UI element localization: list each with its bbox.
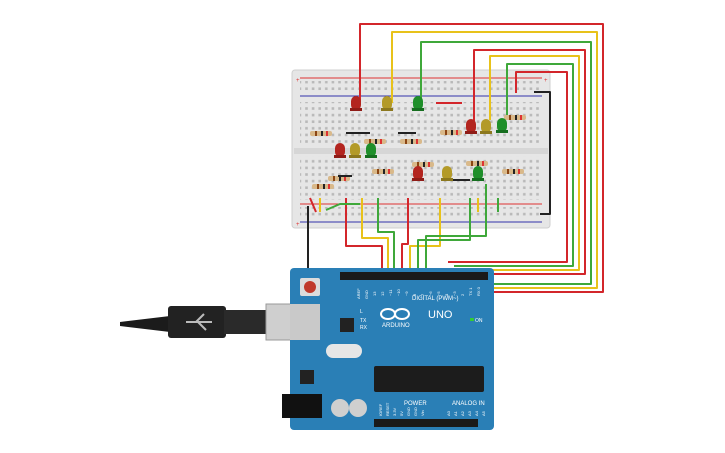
wire-black-right[interactable] [534, 91, 551, 215]
led-yellow[interactable] [349, 143, 361, 158]
led-yellow[interactable] [480, 119, 492, 134]
power-pin-label: IOREF [378, 403, 383, 416]
svg-text:+: + [296, 222, 300, 228]
resistor[interactable] [312, 184, 334, 189]
led-green[interactable] [412, 96, 424, 111]
wire-green-b3[interactable] [425, 184, 487, 276]
wire-red-left[interactable] [309, 197, 317, 213]
atmega-chip [374, 366, 484, 392]
model-text: UNO [428, 309, 453, 321]
resistor[interactable] [412, 162, 434, 167]
led-green[interactable] [496, 118, 508, 133]
digital-pin-label: ~9 [404, 291, 409, 296]
digital-label: DIGITAL (PWM~) [412, 296, 459, 302]
reset-button[interactable] [304, 281, 316, 293]
led-green[interactable] [472, 166, 484, 181]
power-pin-label: Vin [420, 410, 425, 416]
resistor[interactable] [400, 139, 422, 144]
analog-pin-label: A4 [474, 410, 479, 416]
analog-pin-label: A2 [460, 410, 465, 416]
power-pin-label: GND [413, 407, 418, 416]
digital-pin-label: 4 [444, 293, 449, 296]
led-red[interactable] [350, 96, 362, 111]
digital-pin-label: ~10 [396, 288, 401, 296]
power-pin-label: RESET [385, 402, 390, 416]
resistor[interactable] [364, 139, 386, 144]
digital-pin-label: ~6 [428, 291, 433, 296]
resistor[interactable] [372, 169, 394, 174]
arduino-board: ARDUINO UNO DIGITAL (PWM~) AREF GND ON L… [282, 268, 494, 430]
wire-red-b1[interactable] [345, 198, 383, 276]
digital-pin-label: ~3 [452, 291, 457, 296]
on-label: ON [475, 318, 483, 324]
analog-pin-label: A0 [446, 410, 451, 416]
power-pin-label: GND [406, 407, 411, 416]
wire-green-short[interactable] [325, 203, 360, 211]
wire-green-b2[interactable] [417, 198, 471, 276]
brand-text: ARDUINO [382, 323, 410, 329]
power-pin-label: 3.3V [392, 407, 397, 416]
digital-pin-label: 2 [460, 293, 465, 296]
power-label: POWER [404, 401, 427, 407]
analog-pin-label: A1 [453, 410, 458, 416]
wire-red-3[interactable] [448, 71, 568, 263]
wire-red-2[interactable] [466, 49, 586, 275]
tx-label: TX [360, 318, 367, 324]
led-green[interactable] [365, 143, 377, 158]
power-pin-label: 5V [399, 411, 404, 416]
wire-green-b1[interactable] [377, 198, 395, 276]
wire-green-2[interactable] [454, 63, 574, 267]
resistors [310, 115, 526, 189]
wire-yellow-2[interactable] [460, 55, 580, 271]
resistor[interactable] [502, 169, 524, 174]
resistor[interactable] [504, 115, 526, 120]
led-yellow[interactable] [441, 166, 453, 181]
digital-pin-label: ~5 [436, 291, 441, 296]
l-label: L [360, 309, 363, 315]
digital-pin-label: 7 [420, 293, 425, 296]
resistor[interactable] [440, 130, 462, 135]
aref-label: AREF [356, 288, 361, 299]
svg-text:+: + [544, 78, 548, 84]
resistor[interactable] [466, 161, 488, 166]
wires [307, 23, 604, 293]
digital-pin-label: TX 1 [468, 287, 473, 296]
resistor[interactable] [310, 131, 332, 136]
digital-pin-label: RX 0 [476, 286, 481, 296]
arduino-infinity-logo-icon [380, 308, 410, 320]
digital-pin-label: 12 [380, 291, 385, 296]
wire-red-outer[interactable] [359, 23, 604, 293]
usb-cable-icon[interactable] [120, 303, 319, 341]
gnd-label: GND [364, 290, 369, 299]
led-red[interactable] [334, 143, 346, 158]
digital-pin-label: 13 [372, 291, 377, 296]
wire-yellow-b1[interactable] [361, 198, 389, 276]
wire-yellow-outer[interactable] [391, 31, 598, 289]
analog-label: ANALOG IN [452, 401, 485, 407]
analog-pin-label: A3 [467, 410, 472, 416]
resistor[interactable] [328, 176, 350, 181]
analog-pin-label: A5 [481, 410, 486, 416]
rx-label: RX [360, 325, 368, 331]
digital-pin-label: 8 [412, 293, 417, 296]
wire-red-b2[interactable] [401, 198, 409, 276]
led-red[interactable] [465, 119, 477, 134]
svg-text:+: + [296, 78, 300, 84]
led-yellow[interactable] [381, 96, 393, 111]
leds [334, 96, 508, 181]
led-red[interactable] [412, 166, 424, 181]
wire-green-outer[interactable] [420, 41, 592, 285]
digital-pin-label: ~11 [388, 289, 393, 296]
